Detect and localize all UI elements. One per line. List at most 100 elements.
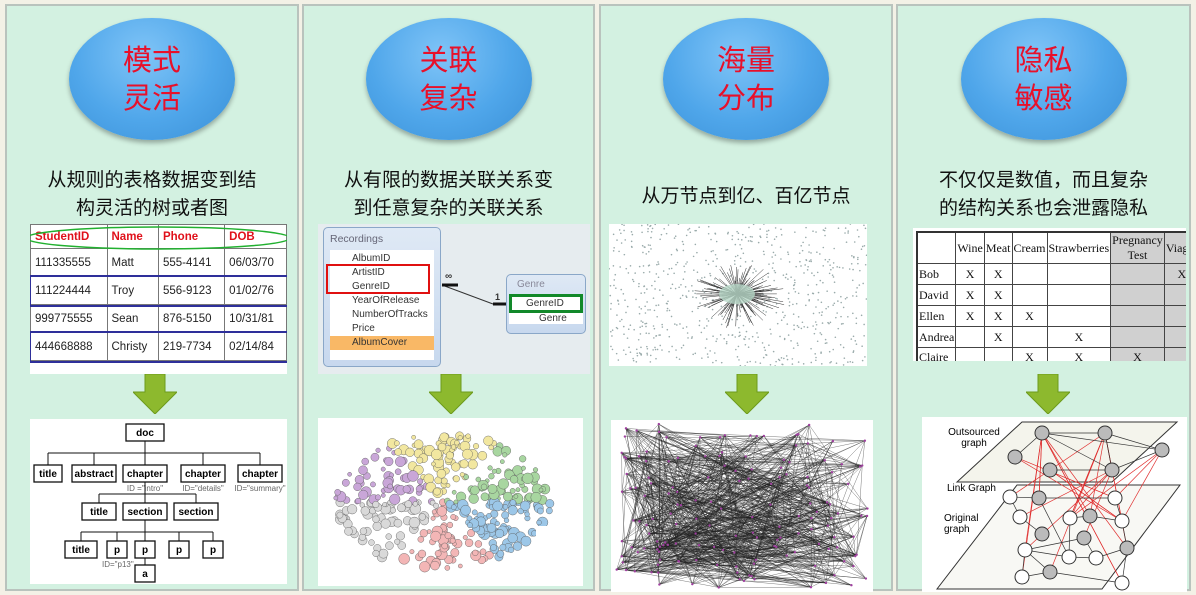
cloud-node: [382, 502, 388, 508]
column-header: Cream: [1011, 231, 1048, 264]
network-node: [648, 271, 651, 273]
network-node: [645, 325, 647, 328]
network-node: [774, 365, 776, 366]
cloud-node: [467, 459, 478, 470]
graph-edge: [743, 465, 863, 582]
graph-edge: [648, 477, 756, 560]
caption-line: 不仅仅是数值，而且复杂: [938, 169, 1148, 191]
graph-node: [755, 536, 759, 539]
link-edge: [1038, 432, 1043, 499]
cloud-node: [441, 542, 448, 550]
graph-edge: [635, 487, 854, 537]
graph-edge: [646, 524, 775, 547]
graph-node: [695, 558, 698, 562]
network-node: [661, 326, 664, 328]
network-node: [647, 230, 649, 233]
cloud-node: [444, 565, 451, 571]
graph-edge: [667, 544, 756, 560]
graph-node: [861, 464, 864, 467]
network-node: [742, 252, 745, 255]
graph-edge: [807, 443, 842, 465]
network-node: [737, 238, 740, 241]
link-edge: [1069, 432, 1106, 519]
network-node: [736, 318, 739, 321]
graph-edge: [646, 477, 709, 526]
table-cell: X: [983, 326, 1013, 348]
network-node: [750, 315, 752, 318]
network-node: [624, 239, 627, 241]
graph-edge: [657, 564, 826, 584]
graph-edge: [639, 521, 838, 548]
caption-line: 的结构关系也会泄露隐私: [938, 197, 1148, 219]
table-cell: [1110, 284, 1165, 306]
network-node: [751, 240, 753, 243]
table-cell: 556-9123: [157, 276, 226, 305]
network-node: [700, 331, 703, 334]
network-node: [856, 229, 859, 231]
graph-edge: [825, 464, 842, 583]
network-node: [692, 353, 694, 356]
cloud-node: [439, 432, 449, 442]
cloud-node: [393, 440, 400, 447]
cloud-node: [394, 468, 402, 475]
network-node: [670, 253, 673, 256]
cloud-node: [431, 509, 437, 515]
network-node: [849, 224, 852, 225]
network-node: [812, 230, 814, 232]
graph-edge: [1041, 432, 1163, 451]
network-node: [632, 357, 634, 360]
cloud-node: [385, 533, 392, 540]
graph-node: [738, 578, 741, 581]
graph-node: [1014, 569, 1030, 585]
network-node: [659, 238, 661, 241]
graph-edge: [621, 458, 627, 492]
graph-edge: [616, 472, 833, 570]
network-node: [801, 249, 804, 252]
graph-node: [621, 561, 625, 564]
network-node: [675, 248, 678, 251]
network-node: [653, 337, 655, 339]
table-cell: 01/02/76: [224, 276, 287, 305]
network-node: [835, 316, 837, 319]
network-node: [646, 288, 648, 290]
graph-node: [817, 542, 821, 546]
graph-edge: [624, 436, 865, 441]
network-node: [824, 338, 827, 341]
network-node: [613, 284, 615, 287]
network-node: [649, 224, 652, 227]
network-node: [787, 297, 790, 300]
table-cell: 02/14/84: [224, 332, 287, 361]
cloud-node: [413, 439, 424, 450]
network-node: [840, 301, 842, 304]
network-node: [763, 346, 766, 349]
network-node: [753, 268, 756, 270]
network-node: [854, 340, 857, 342]
graph-edge: [625, 428, 696, 501]
network-node: [784, 276, 787, 279]
network-node: [654, 280, 656, 283]
graph-node: [750, 468, 753, 471]
network-core: [719, 284, 755, 304]
network-node: [705, 298, 708, 301]
graph-edge: [621, 518, 697, 557]
network-node: [738, 335, 740, 338]
tree-node-label: chapter: [242, 469, 278, 480]
genre-table: Genre GenreID Genre: [506, 274, 586, 334]
network-node: [774, 271, 777, 274]
graph-edge: [667, 544, 811, 588]
graph-edge: [625, 428, 752, 577]
network-node: [832, 267, 834, 269]
graph-node: [1104, 462, 1120, 478]
graph-node: [823, 459, 827, 462]
column-header: Strawberries: [1046, 231, 1112, 264]
network-node: [731, 318, 733, 321]
cloud-node: [385, 541, 394, 550]
network-node: [653, 327, 656, 330]
network-node: [706, 318, 708, 320]
table-cell: [1163, 284, 1186, 306]
cloud-node: [372, 515, 380, 523]
graph-node: [793, 551, 797, 554]
graph-edge: [724, 465, 775, 547]
graph-edge: [651, 483, 829, 550]
network-node: [755, 303, 758, 306]
